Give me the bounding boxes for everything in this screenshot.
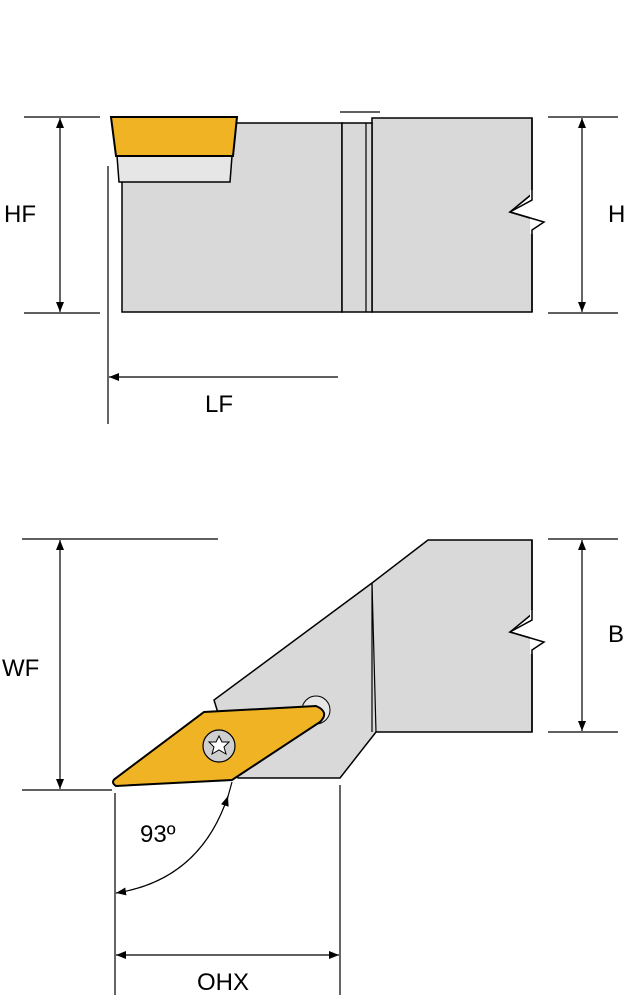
h-label: H [608,201,625,228]
top-view: WF B 93º OHX [2,538,624,996]
side-view: HF H LF [4,111,625,424]
angle-arc [115,795,229,896]
wf-label: WF [2,655,39,682]
insert-seat-side [116,155,233,183]
b-label: B [608,621,624,648]
lf-label: LF [205,391,233,418]
break-line-top [508,540,546,732]
hf-label: HF [4,201,36,228]
torx-star-icon [207,734,231,756]
ohx-label: OHX [197,969,249,996]
insert-side [109,116,239,157]
angle-label: 93º [140,821,176,848]
shank-side-groove [341,122,373,313]
